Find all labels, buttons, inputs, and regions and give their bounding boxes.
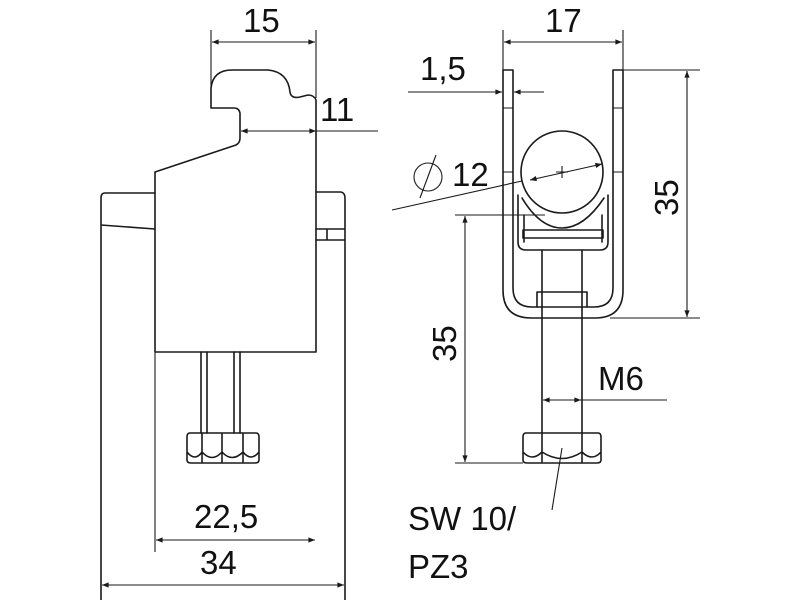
pipe-circle <box>520 130 604 214</box>
dim-m6: M6 <box>598 360 644 397</box>
right-wing <box>315 191 346 600</box>
bolt-shank <box>200 351 241 434</box>
dim-pz3: PZ3 <box>408 548 469 585</box>
bolt-shank <box>536 249 588 434</box>
left-view: 15 11 22,5 34 <box>100 2 378 600</box>
dim-sw10: SW 10/ <box>408 500 517 537</box>
dim-35-clip: 35 <box>648 179 685 216</box>
dim-12: 12 <box>452 156 489 193</box>
dim-1-5: 1,5 <box>420 50 466 87</box>
nut <box>186 432 260 464</box>
nut <box>522 432 602 464</box>
dim-15: 15 <box>243 2 280 39</box>
clamp-body-outline <box>154 69 317 353</box>
dim-17: 17 <box>545 2 582 39</box>
dim-35-bolt: 35 <box>426 325 463 362</box>
dim-11: 11 <box>320 91 354 128</box>
left-wing <box>100 192 156 600</box>
u-clip-outer <box>502 69 624 319</box>
right-view: 17 1,5 12 35 35 M6 SW 10/ PZ3 <box>391 2 700 585</box>
diameter-icon <box>413 154 443 199</box>
saddle <box>517 194 609 251</box>
dim-34: 34 <box>200 544 237 581</box>
dim-22-5: 22,5 <box>194 498 258 535</box>
